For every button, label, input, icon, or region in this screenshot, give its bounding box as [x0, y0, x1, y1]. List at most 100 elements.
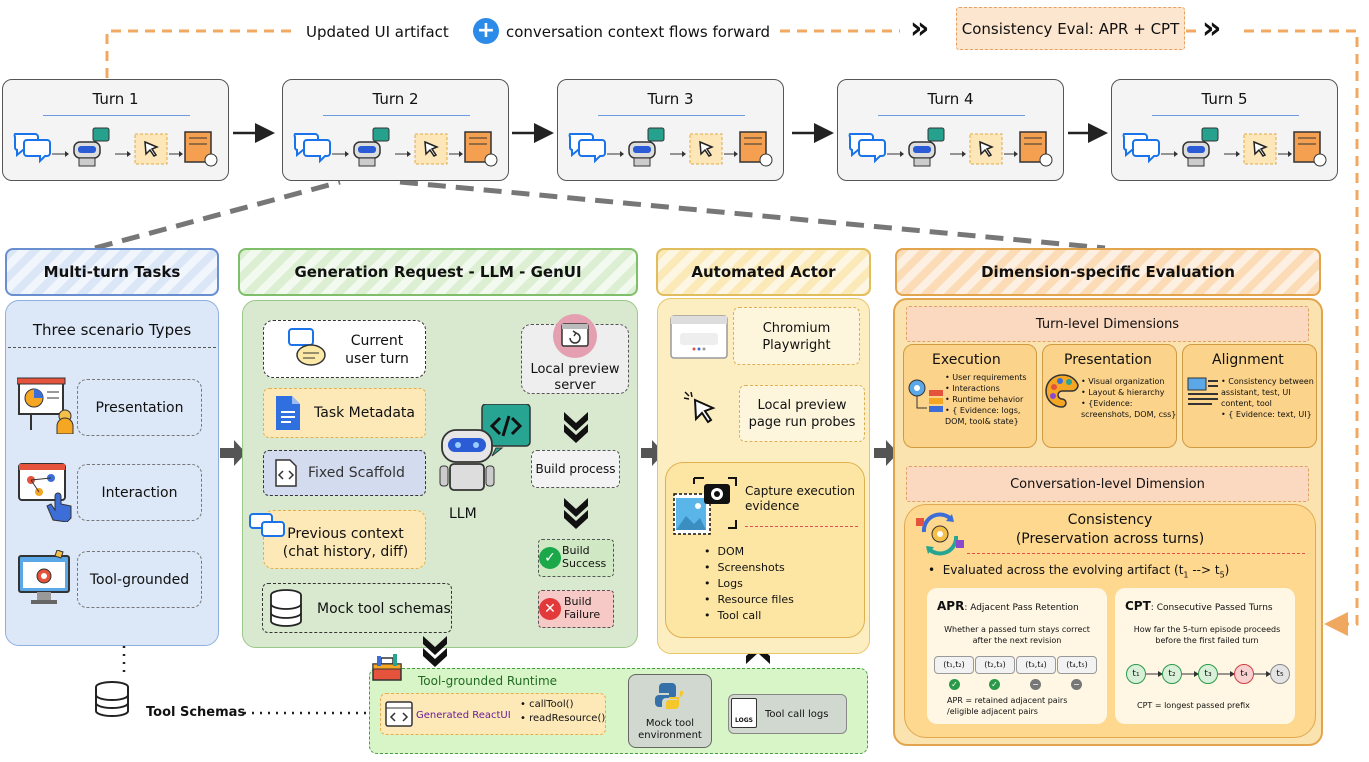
alignment-item: • Consistency between assistant, test, U…	[1221, 377, 1314, 408]
task-interaction: Interaction	[77, 464, 202, 521]
consistency-subtitle: (Preservation across turns)	[1015, 531, 1205, 547]
cpt-name: : Consecutive Passed Turns	[1150, 603, 1273, 613]
alignment-list: • Consistency between assistant, test, U…	[1221, 376, 1317, 420]
evaluated-text-end: )	[1224, 563, 1230, 577]
plus-icon: +	[473, 18, 499, 44]
database-icon	[268, 589, 304, 627]
preview-server-label: Local preview server	[530, 362, 620, 393]
robot-icon	[436, 403, 536, 504]
presentation-icon	[16, 376, 75, 435]
execution-item: • Runtime behavior	[945, 395, 1024, 404]
presentation-list: • Visual organization • Layout & hierarc…	[1081, 376, 1177, 420]
chat-bubbles-icon	[248, 512, 290, 540]
alignment-title: Alignment	[1212, 352, 1284, 368]
cpt-card	[1115, 588, 1295, 724]
tool-schemas-label: Tool Schemas	[146, 705, 246, 720]
presentation-item: • Layout & hierarchy	[1081, 388, 1165, 397]
evidence-item: • Tool call	[704, 609, 762, 622]
evidence-item: • DOM	[704, 545, 745, 558]
capture-box	[665, 462, 865, 638]
apr-desc: Whether a passed turn stays correct afte…	[944, 625, 1090, 645]
turn-box: Turn 5	[1111, 79, 1338, 181]
execution-item: • User requirements	[945, 373, 1027, 382]
probes-label: Local preview page run probes	[748, 398, 856, 430]
alignment-item-text: { Evidence: text, UI}	[1228, 410, 1312, 419]
document-icon	[276, 396, 300, 430]
cpt-chain-arrows	[1146, 671, 1271, 677]
cross-icon: ✕	[539, 598, 561, 620]
turn-title: Turn 2	[372, 90, 419, 108]
code-file-icon	[275, 459, 297, 487]
minus-icon: −	[1030, 679, 1041, 690]
previous-context-box	[263, 510, 426, 569]
check-icon: ✓	[949, 679, 960, 690]
actor-header: Automated Actor	[656, 248, 871, 296]
probes-box	[739, 385, 865, 442]
consistency-eval-box: Consistency Eval: APR + CPT	[956, 7, 1185, 50]
python-icon	[654, 681, 684, 711]
turn-title: Turn 5	[1201, 90, 1248, 108]
chat-icon	[285, 327, 329, 369]
cycle-icon	[914, 510, 966, 558]
divider	[967, 553, 1305, 554]
refresh-browser-icon	[553, 314, 597, 358]
turn-box: Turn 3	[557, 79, 784, 181]
apr-heading: APR: Adjacent Pass Retention	[937, 599, 1079, 613]
apr-pair: (t₄,t₅)	[1057, 656, 1097, 674]
cpt-heading: CPT: Consecutive Passed Turns	[1125, 599, 1273, 613]
cpt-node-pass: t₃	[1198, 664, 1218, 684]
evidence-item: • Resource files	[704, 593, 794, 606]
turn-title: Turn 4	[927, 90, 974, 108]
check-icon: ✓	[989, 679, 1000, 690]
evidence-item-text: Screenshots	[717, 561, 785, 574]
cpt-node-pass: t₂	[1162, 664, 1182, 684]
execution-title: Execution	[932, 352, 1001, 368]
tool-logs-label: Tool call logs	[765, 709, 829, 720]
chromium-box	[733, 307, 860, 365]
generation-header: Generation Request - LLM - GenUI	[238, 248, 638, 296]
turn-box: Turn 1	[2, 79, 229, 181]
turn-flow-icons	[568, 127, 773, 167]
presentation-item-text: Visual organization	[1088, 377, 1165, 386]
turn-title: Turn 3	[647, 90, 694, 108]
mock-tool-schemas-label: Mock tool schemas	[317, 601, 451, 617]
presentation-card	[1042, 344, 1177, 448]
camera-image-icon	[672, 476, 738, 538]
alignment-card	[1182, 344, 1317, 448]
banner-left-text: Updated UI artifact	[306, 23, 449, 41]
cpt-node-skip: t₅	[1270, 664, 1290, 684]
evidence-item: • Screenshots	[704, 561, 785, 574]
document-image-icon	[1186, 376, 1220, 410]
evidence-item-text: Resource files	[717, 593, 794, 606]
turn-flow-icons	[13, 127, 218, 167]
double-chevron-down-icon	[561, 410, 591, 444]
presentation-item: • Visual organization	[1081, 377, 1165, 386]
execution-item: • Interactions	[945, 384, 1000, 393]
browser-window-icon	[670, 315, 728, 359]
apr-abbr: APR	[937, 599, 965, 613]
divider	[8, 347, 216, 348]
evidence-item-text: Logs	[717, 577, 743, 590]
turn-flow-icons	[293, 127, 498, 167]
apr-pair: (t₁,t₂)	[934, 656, 974, 674]
execution-item-text: Interactions	[952, 384, 1000, 393]
llm-label: LLM	[449, 506, 477, 522]
workflow-icon	[905, 376, 945, 416]
presentation-title: Presentation	[1064, 352, 1152, 368]
read-resource-text: readResource()	[529, 713, 606, 724]
capture-label: Capture execution evidence	[745, 484, 856, 513]
generated-react-box	[380, 693, 606, 735]
execution-item: • { Evidence: logs, DOM, tool& state}	[945, 406, 1021, 426]
execution-item-text: { Evidence: logs, DOM, tool& state}	[945, 406, 1021, 426]
double-chevron-down-icon	[561, 496, 591, 530]
presentation-item-text: Layout & hierarchy	[1088, 388, 1165, 397]
turn-title: Turn 1	[92, 90, 139, 108]
alignment-item-text: Consistency between assistant, test, UI …	[1221, 377, 1314, 408]
evidence-list: • DOM • Screenshots • Logs • Resource fi…	[704, 544, 794, 624]
evidence-item: • Logs	[704, 577, 743, 590]
turn-flow-icons	[848, 127, 1053, 167]
previous-context-label: Previous context (chat history, diff)	[282, 526, 409, 560]
build-success-label: Build Success	[562, 544, 607, 570]
runtime-title: Tool-grounded Runtime	[418, 674, 558, 688]
turn-box: Turn 4	[837, 79, 1064, 181]
